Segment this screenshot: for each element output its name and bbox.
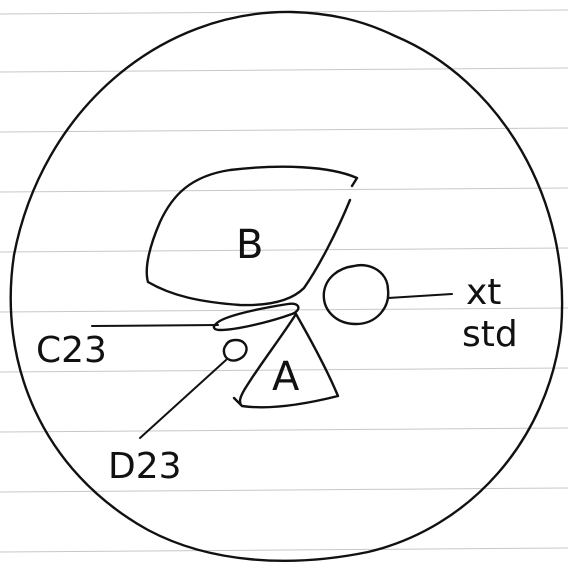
- plate-outline-circle: [9, 10, 564, 562]
- label-c23: C23: [36, 330, 107, 371]
- leader-line-d23: [139, 359, 227, 439]
- spot-c23: [212, 302, 300, 332]
- region-b-outline: [145, 165, 359, 307]
- leader-line-c23: [91, 324, 219, 327]
- region-a-outline: [232, 312, 340, 409]
- label-d23: D23: [108, 446, 182, 487]
- label-std: std: [462, 314, 518, 355]
- label-region-a: A: [272, 354, 300, 400]
- spot-d23: [222, 338, 248, 362]
- ruled-paper-lines: [0, 9, 568, 553]
- leader-line-xt-std: [387, 293, 453, 299]
- label-region-b: B: [236, 222, 263, 268]
- label-xt: xt: [466, 272, 501, 313]
- spot-xt-std: [322, 263, 390, 326]
